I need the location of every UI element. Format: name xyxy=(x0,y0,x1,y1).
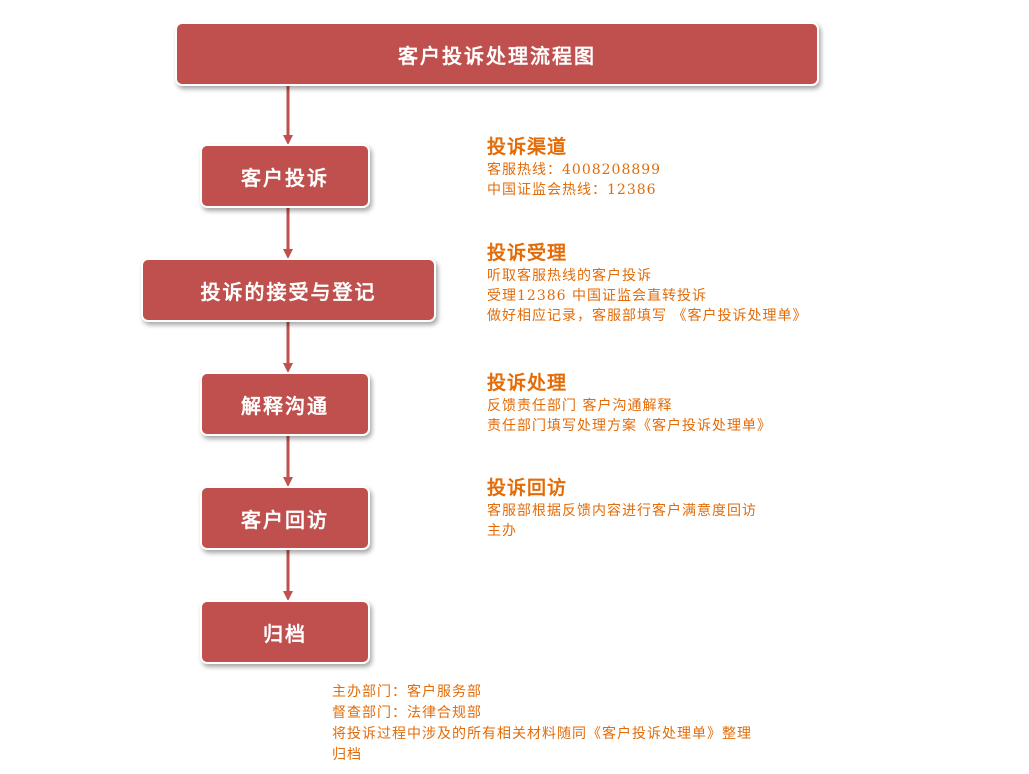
step-complaint-acceptance-registration: 投诉的接受与登记 xyxy=(141,258,436,322)
step-label: 客户回访 xyxy=(241,507,329,532)
step-explanation-communication: 解释沟通 xyxy=(200,372,370,436)
note-complaint-follow-up: 投诉回访 客服部根据反馈内容进行客户满意度回访 主办 xyxy=(487,475,757,541)
note-line: 中国证监会热线：12386 xyxy=(487,182,657,198)
note-line: 受理12386 中国证监会直转投诉 xyxy=(487,288,707,304)
note-line: 客服部根据反馈内容进行客户满意度回访 xyxy=(487,503,757,519)
note-complaint-handling: 投诉处理 反馈责任部门 客户沟通解释 责任部门填写处理方案《客户投诉处理单》 xyxy=(487,370,772,436)
note-complaint-channels: 投诉渠道 客服热线：4008208899 中国证监会热线：12386 xyxy=(487,134,661,200)
step-label: 归档 xyxy=(263,621,307,646)
note-line: 责任部门填写处理方案《客户投诉处理单》 xyxy=(487,418,772,434)
step-label: 客户投诉 xyxy=(241,165,329,190)
note-line: 主办 xyxy=(487,523,517,539)
note-title: 投诉处理 xyxy=(487,372,568,394)
step-archive: 归档 xyxy=(200,600,370,664)
step-customer-complaint: 客户投诉 xyxy=(200,144,370,208)
footer-line: 督查部门：法律合规部 xyxy=(332,705,482,721)
footer-line: 归档 xyxy=(332,747,362,763)
step-label: 解释沟通 xyxy=(241,393,329,418)
note-complaint-acceptance: 投诉受理 听取客服热线的客户投诉 受理12386 中国证监会直转投诉 做好相应记… xyxy=(487,240,807,326)
footer-line: 主办部门：客户服务部 xyxy=(332,684,482,700)
note-line: 听取客服热线的客户投诉 xyxy=(487,268,652,284)
note-title: 投诉受理 xyxy=(487,242,568,264)
step-label: 投诉的接受与登记 xyxy=(200,279,377,304)
footer-line: 将投诉过程中涉及的所有相关材料随同《客户投诉处理单》整理 xyxy=(332,726,752,742)
note-line: 做好相应记录，客服部填写 《客户投诉处理单》 xyxy=(487,308,808,324)
step-customer-follow-up: 客户回访 xyxy=(200,486,370,550)
note-title: 投诉回访 xyxy=(487,477,568,499)
note-line: 客服热线：4008208899 xyxy=(487,162,662,178)
note-line: 反馈责任部门 客户沟通解释 xyxy=(487,398,673,414)
footer-note: 主办部门：客户服务部 督查部门：法律合规部 将投诉过程中涉及的所有相关材料随同《… xyxy=(332,682,752,766)
flowchart-title-text: 客户投诉处理流程图 xyxy=(398,43,596,68)
flowchart-title: 客户投诉处理流程图 xyxy=(175,22,819,86)
note-title: 投诉渠道 xyxy=(487,136,568,158)
